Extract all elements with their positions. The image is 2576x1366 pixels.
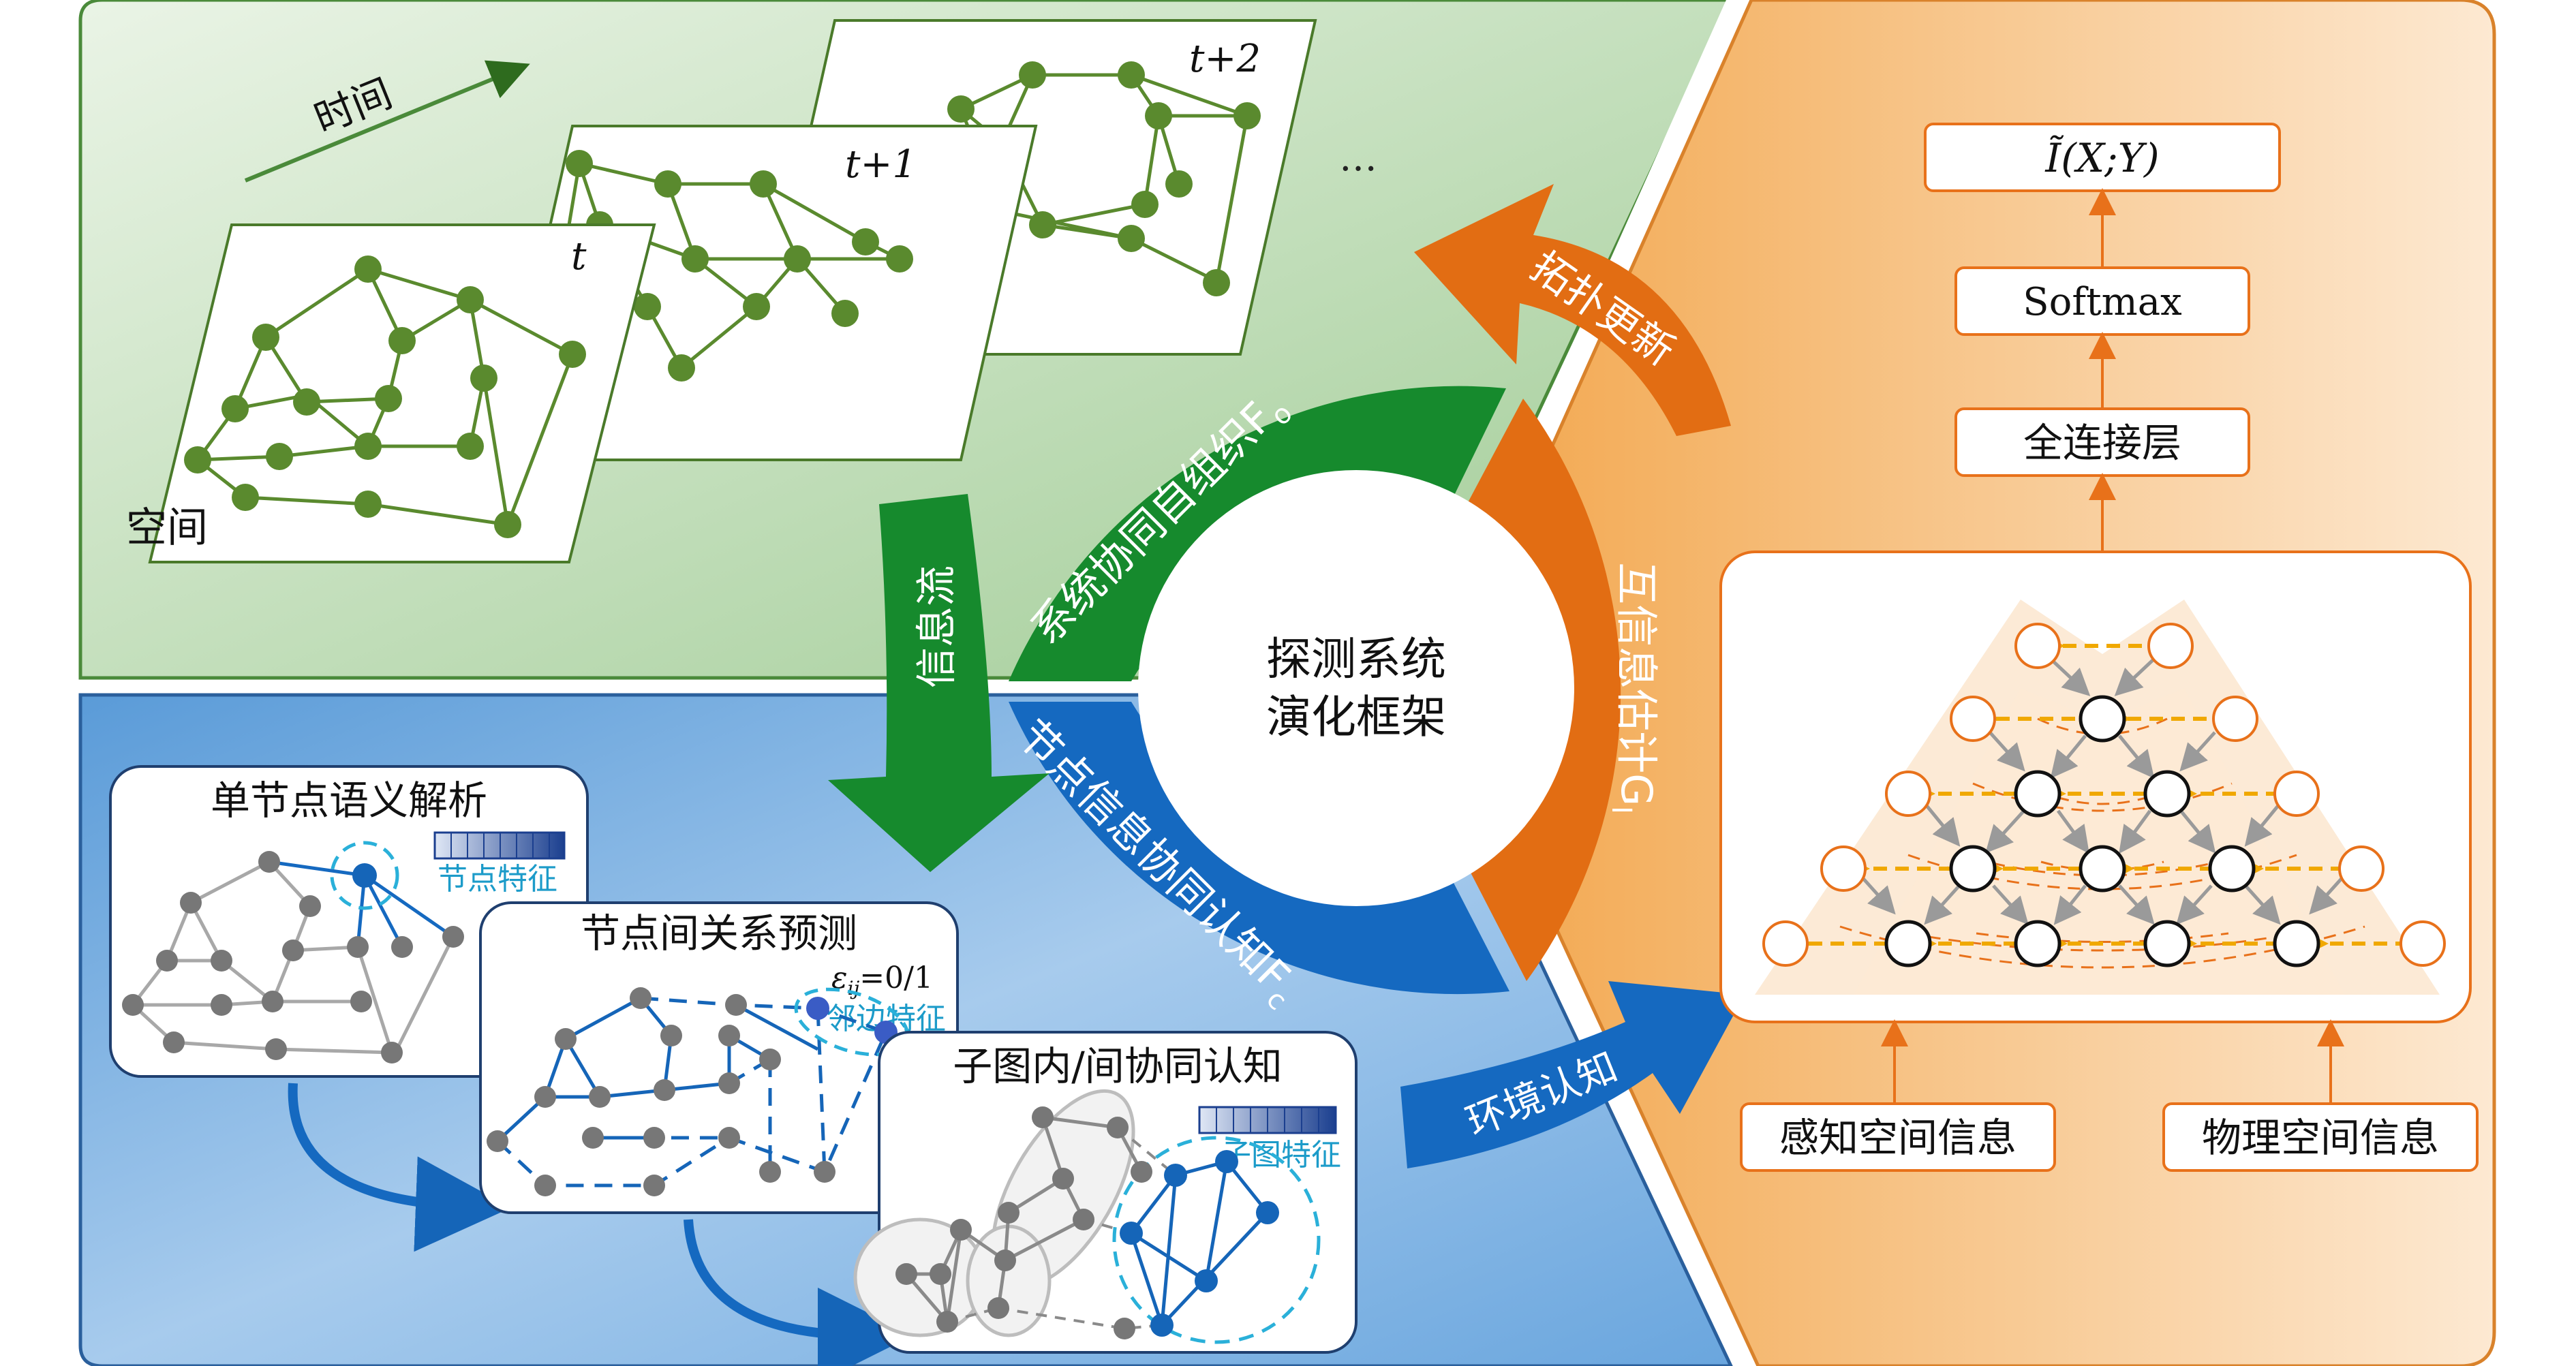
softmax-label: Softmax <box>2023 280 2181 324</box>
card-relation-prediction: 节点间关系预测 εij=0/1 邻边特征 <box>479 901 959 1214</box>
fc-label: 全连接层 <box>2023 420 2181 466</box>
card1-feature: 节点特征 <box>438 862 557 897</box>
mi-estimator-panel: Ĩ(X;Y) Softmax 全连接层 <box>1719 123 2479 1172</box>
orange-ring-label: 互信息估计GI <box>1606 562 1661 814</box>
card-subgraph-cognition: 子图内/间协同认知 子图特征 <box>853 1031 1358 1354</box>
card2-epsilon: εij=0/1 <box>831 961 933 999</box>
card-flow-arrow-2 <box>684 1219 913 1366</box>
frame-t-label: t <box>571 234 587 279</box>
center-line1: 探测系统 <box>1266 633 1446 685</box>
center-line2: 演化框架 <box>1266 691 1446 743</box>
time-frames: t+2 t+1 <box>126 19 1377 563</box>
card-single-node: 单节点语义解析 节点特征 <box>109 765 589 1078</box>
frame-t2-label: t+2 <box>1189 37 1261 81</box>
frame-t1: t+1 <box>495 125 1038 461</box>
ellipsis: … <box>1339 136 1377 180</box>
ring-center <box>1138 470 1574 906</box>
info-flow-arrow: 信息流 <box>828 494 1049 872</box>
input-left-label: 感知空间信息 <box>1779 1115 2017 1161</box>
info-flow-label: 信息流 <box>913 565 961 688</box>
frame-t: t 空间 <box>126 223 656 563</box>
central-ring: 探测系统 演化框架 系统协同自组织Fo 节点信息协同认知Fc 互信息估计GI <box>1008 386 1661 1016</box>
card2-title: 节点间关系预测 <box>581 910 857 957</box>
cognition-panel: 单节点语义解析 节点特征 节点间关系预测 <box>109 765 1358 1366</box>
frame-t1-label: t+1 <box>845 142 917 187</box>
time-axis-arrow <box>244 60 530 183</box>
card3-title: 子图内/间协同认知 <box>953 1043 1283 1089</box>
space-label: 空间 <box>126 504 208 552</box>
input-right-box <box>2162 1102 2479 1172</box>
input-right-label: 物理空间信息 <box>2202 1115 2439 1161</box>
card-flow-arrow-1 <box>288 1083 511 1252</box>
card3-feature: 子图特征 <box>1221 1138 1341 1173</box>
output-label: Ĩ(X;Y) <box>2044 135 2159 181</box>
card1-title: 单节点语义解析 <box>211 777 487 824</box>
input-left-box <box>1740 1102 2056 1172</box>
